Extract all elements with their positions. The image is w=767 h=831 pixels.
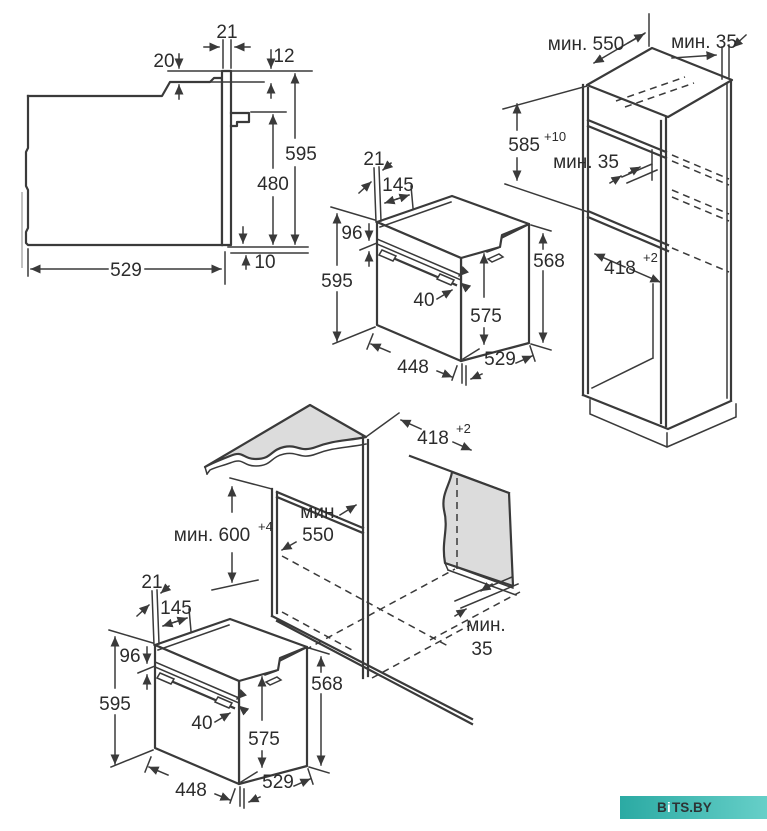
dim-niche-depth: 418 bbox=[604, 258, 636, 279]
dim-oven-width: 448 bbox=[397, 357, 429, 378]
dim-oven-body-height: 575 bbox=[470, 306, 502, 327]
dim-uc-min-height: мин. 600 bbox=[174, 525, 250, 546]
dim-uc-min-gap-1: мин. bbox=[466, 615, 505, 636]
dim-oven2-width: 448 bbox=[175, 780, 207, 801]
dim-oven-handle: 40 bbox=[413, 290, 434, 311]
watermark: B i TS.BY bbox=[620, 796, 767, 819]
dim-min-gap-mid: мин. 35 bbox=[553, 152, 619, 173]
watermark-b: B bbox=[657, 800, 667, 815]
oven-door-profile bbox=[220, 69, 233, 247]
dim-oven-panel: 96 bbox=[341, 223, 362, 244]
oven-3d-bottom: 21 145 96 595 40 575 448 529 568 bbox=[99, 572, 343, 808]
dim-oven2-height: 595 bbox=[99, 694, 131, 715]
dim-uc-min-depth-1: мин. bbox=[300, 502, 339, 523]
dim-oven2-side-height: 568 bbox=[311, 674, 343, 695]
dim-oven2-handle: 40 bbox=[191, 713, 212, 734]
dim-oven-height: 595 bbox=[321, 271, 353, 292]
oven-3d-middle: 21 145 96 595 40 575 448 529 568 bbox=[321, 149, 565, 385]
dim-uc-min-depth-2: 550 bbox=[302, 525, 334, 546]
countertop bbox=[203, 403, 368, 469]
dim-niche-height: 585 bbox=[508, 135, 540, 156]
dim-front-height: 480 bbox=[257, 174, 289, 195]
dim-uc-niche-depth: 418 bbox=[417, 428, 449, 449]
dim-uc-min-height-tol: +4 bbox=[258, 519, 273, 534]
watermark-i: i bbox=[667, 800, 671, 815]
dim-oven-door: 21 bbox=[363, 149, 384, 170]
dim-oven2-door: 21 bbox=[141, 572, 162, 593]
dim-oven-depth: 529 bbox=[484, 349, 516, 370]
dim-oven2-panel: 96 bbox=[119, 646, 140, 667]
dim-min-depth: мин. 550 bbox=[548, 34, 624, 55]
dim-top-step: 20 bbox=[153, 51, 174, 72]
watermark-tsby: TS.BY bbox=[672, 800, 712, 815]
side-view-drawing: 21 12 20 595 480 10 529 bbox=[21, 22, 317, 285]
dim-door-thickness: 21 bbox=[216, 22, 237, 43]
dim-uc-min-gap-2: 35 bbox=[471, 639, 492, 660]
dim-oven2-145: 145 bbox=[160, 598, 192, 619]
dim-height: 595 bbox=[285, 144, 317, 165]
dim-uc-niche-depth-tol: +2 bbox=[456, 421, 471, 436]
dim-bottom-gap: 10 bbox=[254, 252, 275, 273]
dim-niche-height-tol: +10 bbox=[544, 129, 566, 144]
watermark-bar bbox=[620, 796, 767, 819]
under-counter-drawing: 418 +2 мин. 600 +4 мин. 550 мин. 35 bbox=[174, 403, 521, 726]
dim-oven2-depth: 529 bbox=[262, 772, 294, 793]
dim-oven2-body-height: 575 bbox=[248, 729, 280, 750]
dim-oven-145: 145 bbox=[382, 175, 414, 196]
dim-top-offset: 12 bbox=[273, 46, 294, 67]
dim-oven-side-height: 568 bbox=[533, 251, 565, 272]
dim-niche-depth-tol: +2 bbox=[643, 250, 658, 265]
tall-cabinet-drawing: мин. 550 мин. 35 585 +10 мин. 35 418 +2 bbox=[502, 13, 748, 448]
dim-depth: 529 bbox=[110, 260, 142, 281]
dim-min-gap-top: мин. 35 bbox=[671, 32, 737, 53]
